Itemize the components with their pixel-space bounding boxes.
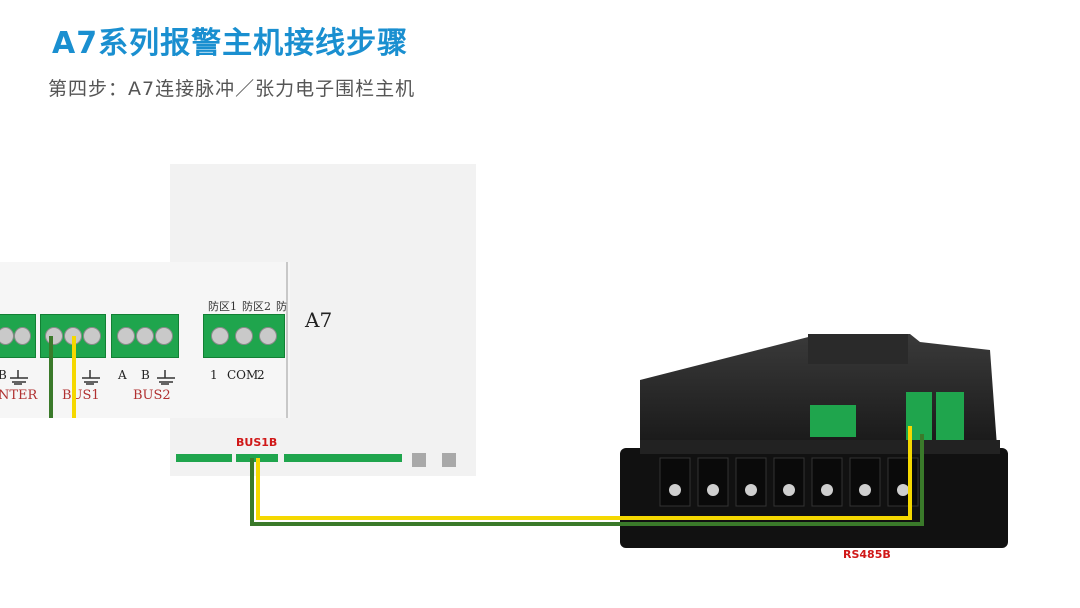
- page-title: A7系列报警主机接线步骤: [52, 26, 409, 61]
- zone2-label: 防区2: [242, 300, 271, 313]
- terminal-com-label: COM: [227, 368, 259, 382]
- terminal-block-counter: [0, 314, 36, 358]
- terminal-1-label: 1: [210, 368, 218, 382]
- device-label: A7: [305, 308, 333, 332]
- board-jumper-2: [442, 453, 456, 467]
- zone1-label: 防区1: [208, 300, 237, 313]
- bus1-label: BUS1: [62, 388, 100, 403]
- bus1b-label: BUS1B: [236, 436, 278, 449]
- terminal-a-label: A: [118, 368, 127, 382]
- terminal-strip-right: [284, 454, 402, 462]
- terminal-block-bus2: [111, 314, 179, 358]
- wire-yellow-rs485: [256, 426, 912, 520]
- zone3-label: 防: [276, 300, 287, 313]
- terminal-block-zones: [203, 314, 285, 358]
- board-jumper-1: [412, 453, 426, 467]
- counter-bus-label: NTER: [0, 388, 38, 403]
- step-subtitle: 第四步：A7连接脉冲／张力电子围栏主机: [48, 78, 416, 100]
- terminal-strip-left: [176, 454, 232, 462]
- bus2-label: BUS2: [133, 388, 171, 403]
- wire-green-rs485: [250, 434, 924, 526]
- terminal-b-label: B: [0, 368, 7, 382]
- board-divider: [286, 262, 288, 418]
- ground-symbols: [10, 370, 175, 385]
- terminal-b2-label: B: [141, 368, 150, 382]
- rs485b-label: RS485B: [843, 548, 891, 561]
- terminal-2-label: 2: [257, 368, 265, 382]
